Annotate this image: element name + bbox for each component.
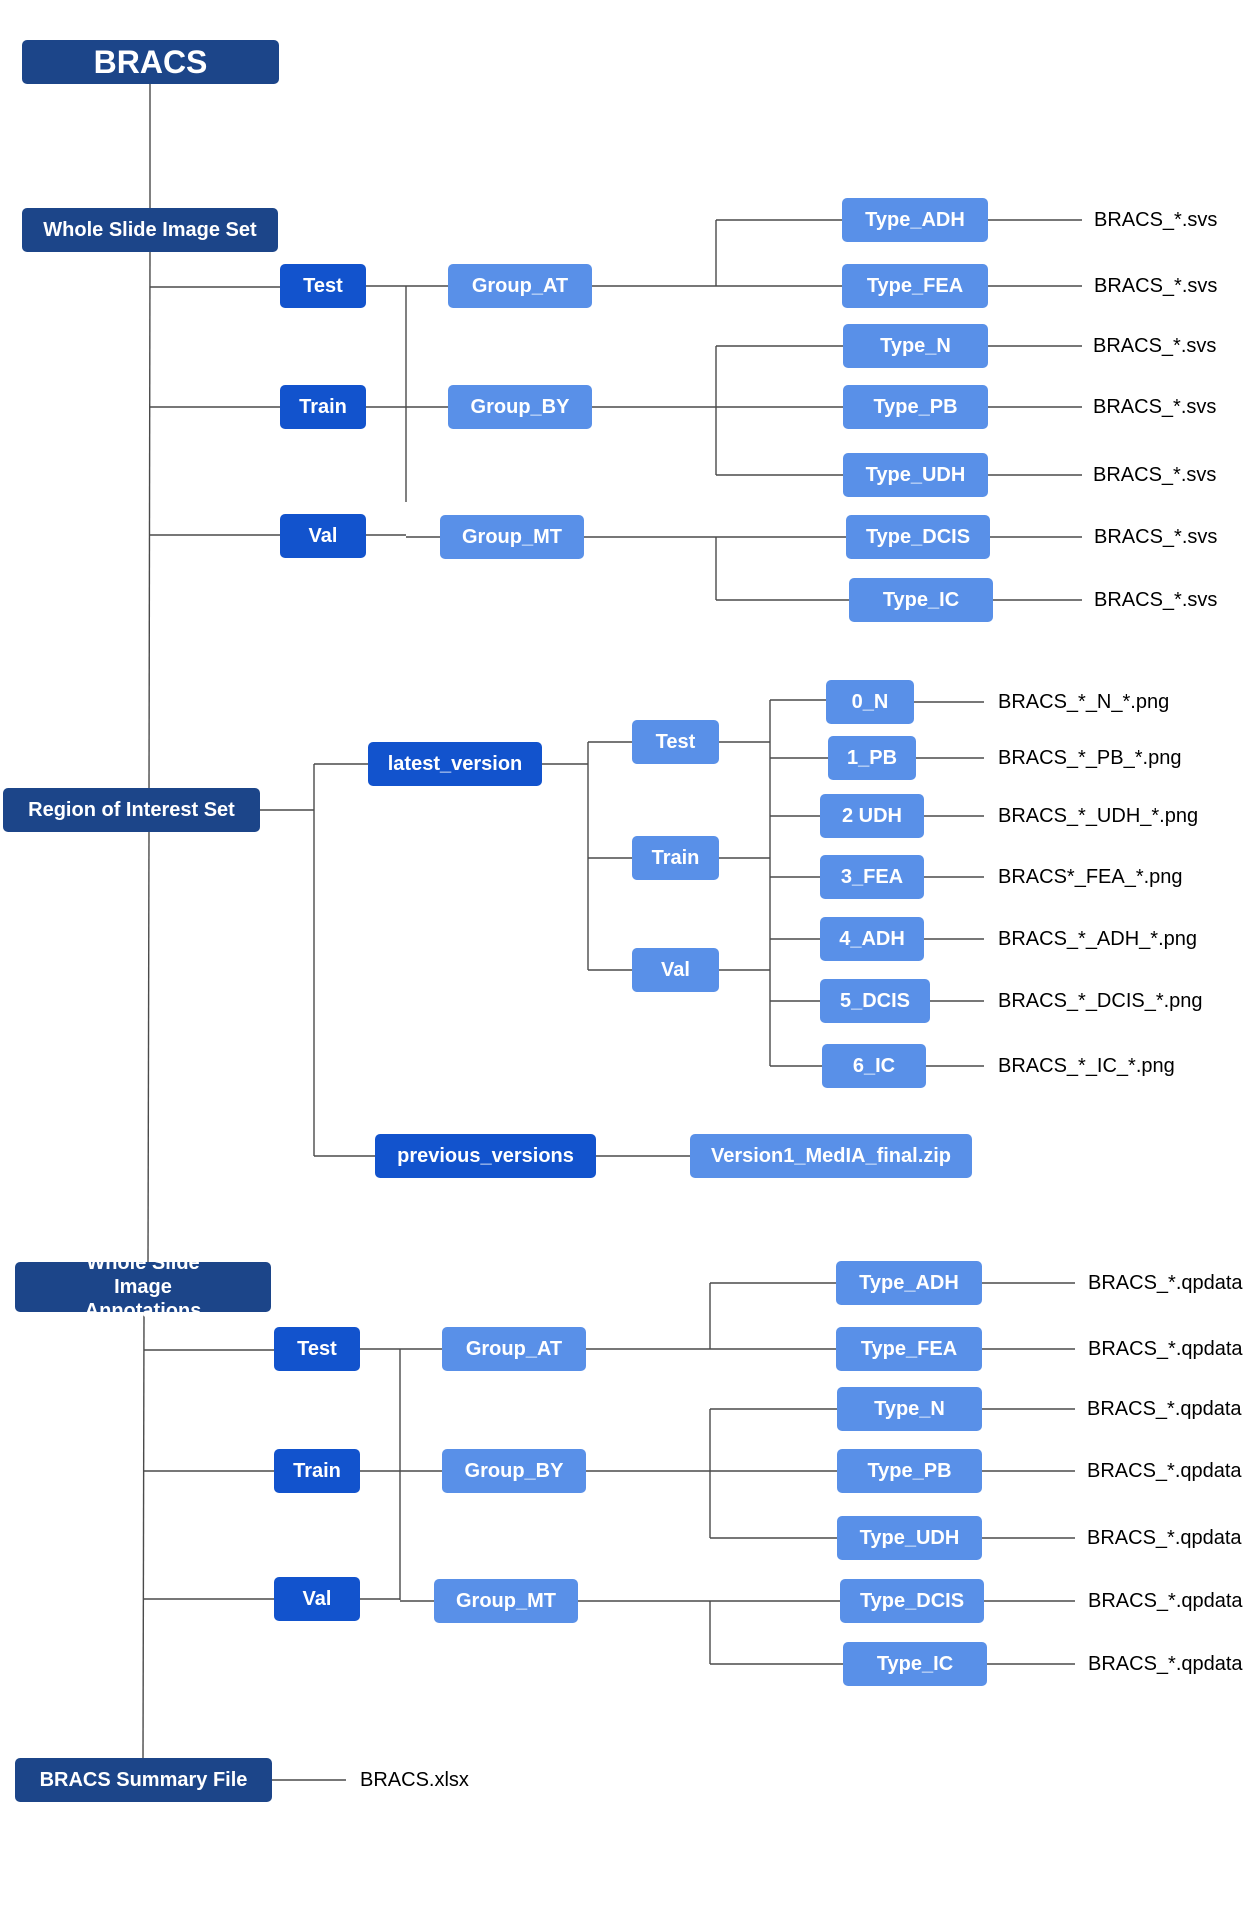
roi-class-3-fea: 3_FEA [820,855,924,899]
roi-class-6-ic: 6_IC [822,1044,926,1088]
ann-file-ic: BRACS_*.qpdata [1088,1653,1243,1675]
roi-class-5-dcis: 5_DCIS [820,979,930,1023]
roi-split-test: Test [632,720,719,764]
roi-split-train: Train [632,836,719,880]
ann-split-val: Val [274,1577,360,1621]
wsi-split-val: Val [280,514,366,558]
wsi-type-adh: Type_ADH [842,198,988,242]
ann-file-udh: BRACS_*.qpdata [1087,1527,1242,1549]
root-bracs: BRACS [22,40,279,84]
wsi-file-udh: BRACS_*.svs [1093,464,1217,486]
wsi-group-at: Group_AT [448,264,592,308]
section-whole-slide-image-set: Whole Slide Image Set [22,208,278,252]
wsi-split-test: Test [280,264,366,308]
wsi-type-dcis: Type_DCIS [846,515,990,559]
ann-split-test: Test [274,1327,360,1371]
wsi-file-adh: BRACS_*.svs [1094,209,1218,231]
ann-type-dcis: Type_DCIS [840,1579,984,1623]
ann-file-pb: BRACS_*.qpdata [1087,1460,1242,1482]
wsi-file-n: BRACS_*.svs [1093,335,1217,357]
ann-type-ic: Type_IC [843,1642,987,1686]
wsi-type-n: Type_N [843,324,988,368]
section-bracs-summary-file: BRACS Summary File [15,1758,272,1802]
wsi-group-mt: Group_MT [440,515,584,559]
roi-file-fea: BRACS*_FEA_*.png [998,866,1183,888]
roi-file-dcis: BRACS_*_DCIS_*.png [998,990,1203,1012]
ann-type-pb: Type_PB [837,1449,982,1493]
roi-previous-file: Version1_MedIA_final.zip [690,1134,972,1178]
ann-file-n: BRACS_*.qpdata [1087,1398,1242,1420]
ann-split-train: Train [274,1449,360,1493]
wsi-type-ic: Type_IC [849,578,993,622]
wsi-type-udh: Type_UDH [843,453,988,497]
ann-file-dcis: BRACS_*.qpdata [1088,1590,1243,1612]
wsi-type-fea: Type_FEA [842,264,988,308]
wsi-file-fea: BRACS_*.svs [1094,275,1218,297]
roi-class-1-pb: 1_PB [828,736,916,780]
wsi-split-train: Train [280,385,366,429]
roi-file-pb: BRACS_*_PB_*.png [998,747,1182,769]
wsi-type-pb: Type_PB [843,385,988,429]
roi-split-val: Val [632,948,719,992]
wsi-file-dcis: BRACS_*.svs [1094,526,1218,548]
section-region-of-interest-set: Region of Interest Set [3,788,260,832]
ann-type-udh: Type_UDH [837,1516,982,1560]
section-whole-slide-image-annotations: Whole Slide Image Annotations [15,1252,271,1322]
ann-file-adh: BRACS_*.qpdata [1088,1272,1243,1294]
roi-class-0-n: 0_N [826,680,914,724]
ann-type-n: Type_N [837,1387,982,1431]
wsi-group-by: Group_BY [448,385,592,429]
roi-file-ic: BRACS_*_IC_*.png [998,1055,1175,1077]
ann-group-mt: Group_MT [434,1579,578,1623]
roi-class-4-adh: 4_ADH [820,917,924,961]
roi-file-n: BRACS_*_N_*.png [998,691,1170,713]
roi-class-2-udh: 2 UDH [820,794,924,838]
wsi-file-pb: BRACS_*.svs [1093,396,1217,418]
roi-latest-version: latest_version [368,742,542,786]
summary-file-xlsx: BRACS.xlsx [360,1769,469,1791]
roi-file-udh: BRACS_*_UDH_*.png [998,805,1199,827]
roi-file-adh: BRACS_*_ADH_*.png [998,928,1197,950]
ann-file-fea: BRACS_*.qpdata [1088,1338,1243,1360]
roi-previous-versions: previous_versions [375,1134,596,1178]
ann-group-by: Group_BY [442,1449,586,1493]
ann-type-adh: Type_ADH [836,1261,982,1305]
wsi-file-ic: BRACS_*.svs [1094,589,1218,611]
ann-type-fea: Type_FEA [836,1327,982,1371]
ann-group-at: Group_AT [442,1327,586,1371]
